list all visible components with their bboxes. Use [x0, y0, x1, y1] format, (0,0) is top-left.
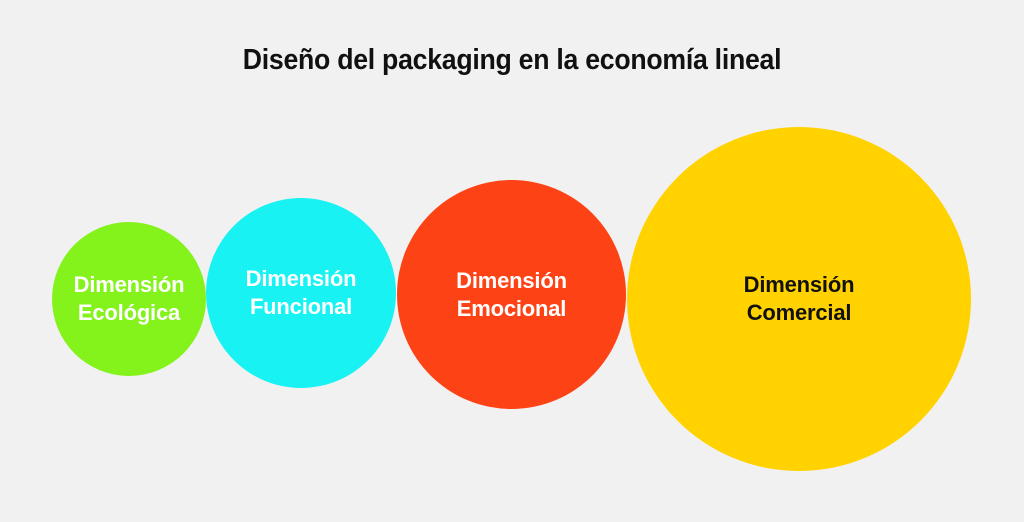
- diagram-title: Diseño del packaging en la economía line…: [242, 44, 782, 76]
- circle-label-line1: Dimensión: [456, 267, 567, 293]
- circle-label: Dimensión Funcional: [246, 265, 357, 321]
- circle-label: Dimensión Ecológica: [74, 271, 185, 327]
- circle-label: Dimensión Emocional: [456, 267, 567, 323]
- circle-ecologica: Dimensión Ecológica: [52, 222, 206, 376]
- circle-comercial: Dimensión Comercial: [627, 127, 971, 471]
- circle-label-line2: Emocional: [456, 295, 567, 321]
- circle-label-line2: Comercial: [746, 300, 852, 325]
- circle-label: Dimensión Comercial: [744, 271, 855, 327]
- circle-label-line1: Dimensión: [245, 266, 357, 291]
- circle-label-line2: Ecológica: [77, 300, 181, 325]
- circle-label-line1: Dimensión: [743, 272, 855, 297]
- circle-funcional: Dimensión Funcional: [206, 198, 396, 388]
- circle-label-line2: Funcional: [249, 294, 353, 319]
- circle-emocional: Dimensión Emocional: [397, 180, 626, 409]
- circle-label-line1: Dimensión: [73, 272, 185, 297]
